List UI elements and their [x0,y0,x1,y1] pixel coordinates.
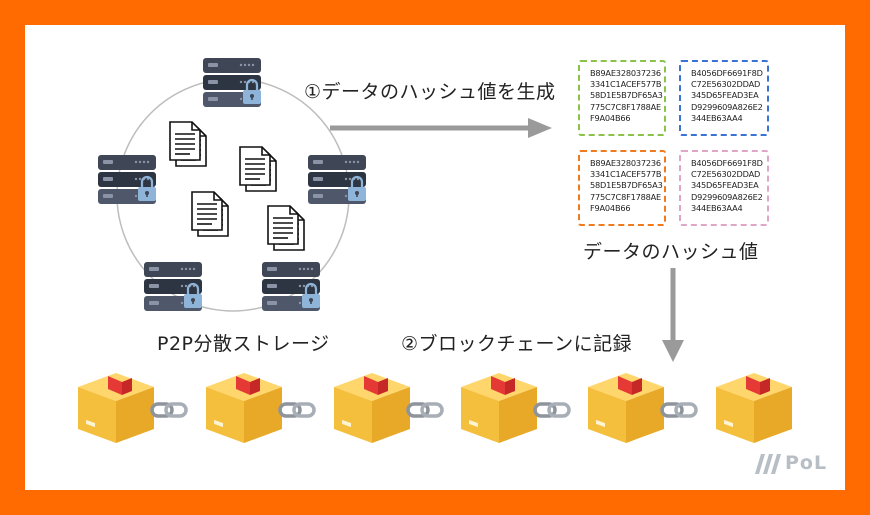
server-icon [260,260,322,313]
step1-label: ①データのハッシュ値を生成 [304,81,556,103]
hash-line: 3341C1ACEF577B [590,169,662,180]
server-icon [142,260,204,313]
hash-line: C72E56302DDAD [691,169,761,180]
block-icon [206,373,282,443]
hash-line: C72E56302DDAD [691,79,761,90]
arrow-head [662,340,684,362]
document-icon [268,206,304,250]
hash-line: B4056DF6691F8D [691,68,763,78]
chain-icon [150,402,188,418]
hash-line: 775C7C8F1788AE [590,101,661,112]
server-icon [201,56,263,109]
hash-box: B89AE328037236 3341C1ACEF577B 58D1E5B7DF… [578,60,666,136]
hash-box: B4056DF6691F8D C72E56302DDAD 345D65FEAD3… [679,150,769,226]
diagram-panel [25,25,845,490]
chain-icon [278,402,316,418]
hash-line: B89AE328037236 [590,68,661,78]
block-icon [716,373,792,443]
document-icon [240,147,276,191]
logo-mark-icon [755,454,781,474]
document-icon [170,122,206,166]
hash-box: B4056DF6691F8D C72E56302DDAD 345D65FEAD3… [679,60,769,136]
hash-line: B4056DF6691F8D [691,158,763,168]
hash-line: F9A04B66 [590,112,631,123]
block-icon [588,373,664,443]
hash-line: 345D65FEAD3EA [691,90,759,101]
block-icon [78,373,154,443]
hash-line: 345D65FEAD3EA [691,180,759,191]
hash-line: D9299609A826E2 [691,101,763,112]
step2-label: ②ブロックチェーンに記録 [401,333,633,355]
hash-line: B89AE328037236 [590,158,661,168]
hash-line: 3341C1ACEF577B [590,79,662,90]
storage-label: P2P分散ストレージ [157,333,330,355]
logo-text: PoL [785,452,828,474]
chain-icon [660,402,698,418]
block-icon [334,373,410,443]
arrow-head [528,118,552,138]
hash-caption: データのハッシュ値 [583,241,759,263]
block-icon [461,373,537,443]
chain-icon [533,402,571,418]
hash-line: 775C7C8F1788AE [590,191,661,202]
hash-line: D9299609A826E2 [691,191,763,202]
hash-line: F9A04B66 [590,202,631,213]
chain-icon [406,402,444,418]
hash-line: 344EB63AA4 [691,202,743,213]
hash-line: 58D1E5B7DF65A3 [590,90,663,101]
server-icon [306,153,368,206]
hash-box: B89AE328037236 3341C1ACEF577B 58D1E5B7DF… [578,150,666,226]
hash-line: 344EB63AA4 [691,112,743,123]
server-icon [96,153,158,206]
document-icon [192,192,228,236]
hash-line: 58D1E5B7DF65A3 [590,180,663,191]
